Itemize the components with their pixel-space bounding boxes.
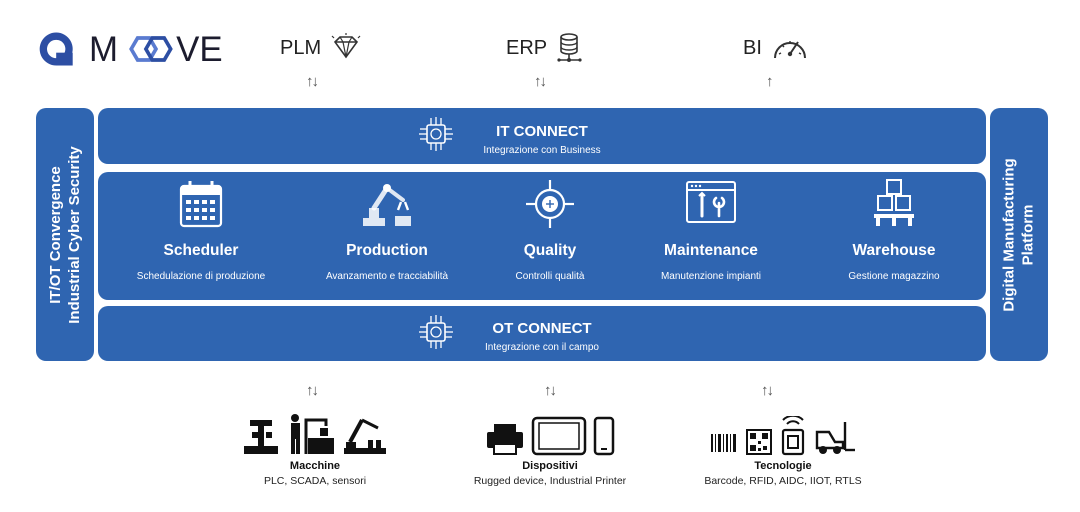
module-maintenance: Maintenance Manutenzione impianti bbox=[631, 178, 791, 282]
plm-arrows: ↑↓ bbox=[306, 73, 319, 90]
group-title: Macchine bbox=[289, 460, 341, 472]
move-logo: M VE bbox=[36, 26, 236, 72]
erp-system: ERP bbox=[506, 30, 587, 66]
group-devices: Dispositivi Rugged device, Industrial Pr… bbox=[450, 412, 650, 487]
it-connect-title: IT CONNECT bbox=[496, 123, 588, 140]
group-title: Tecnologie bbox=[754, 460, 812, 472]
chip-icon bbox=[419, 315, 453, 349]
bi-label: BI bbox=[743, 36, 762, 59]
group-title: Dispositivi bbox=[522, 460, 578, 472]
target-icon bbox=[526, 180, 574, 228]
bi-arrow: ↑ bbox=[766, 73, 773, 90]
module-subtitle: Gestione magazzino bbox=[848, 271, 940, 282]
robot-line-icon bbox=[344, 418, 386, 454]
weighing-scale-icon bbox=[244, 420, 278, 454]
logo-wordmark-icon: M VE bbox=[89, 30, 223, 69]
qr-code-icon bbox=[746, 429, 772, 455]
group-subtitle: PLC, SCADA, sensori bbox=[263, 475, 367, 487]
rfid-tag-icon bbox=[781, 416, 805, 456]
erp-arrows: ↑↓ bbox=[534, 73, 547, 90]
boxes-icon bbox=[874, 179, 914, 226]
module-title: Warehouse bbox=[852, 242, 936, 259]
it-connect-bar: IT CONNECT Integrazione con Business bbox=[98, 108, 986, 164]
ot-connect-bar: OT CONNECT Integrazione con il campo bbox=[98, 306, 986, 361]
erp-label: ERP bbox=[506, 36, 548, 59]
module-title: Scheduler bbox=[163, 242, 239, 259]
module-title: Maintenance bbox=[664, 242, 758, 259]
group-subtitle: Barcode, RFID, AIDC, IIOT, RTLS bbox=[704, 475, 862, 487]
ot-connect-subtitle: Integrazione con il campo bbox=[485, 342, 599, 353]
group-machines: Macchine PLC, SCADA, sensori bbox=[225, 412, 405, 487]
right-panel-line1: Digital Manufacturing bbox=[1001, 157, 1018, 312]
plm-system: PLM bbox=[280, 30, 363, 66]
printer-icon bbox=[487, 424, 523, 455]
left-panel-line2: Industrial Cyber Security bbox=[66, 145, 83, 324]
module-title: Quality bbox=[523, 242, 577, 259]
digital-manufacturing-panel: Digital Manufacturing Platform bbox=[990, 108, 1048, 361]
chip-icon bbox=[419, 117, 453, 151]
calendar-icon bbox=[179, 181, 223, 228]
module-subtitle: Schedulazione di produzione bbox=[136, 271, 266, 282]
group-subtitle: Rugged device, Industrial Printer bbox=[473, 475, 627, 487]
module-subtitle: Avanzamento e tracciabilità bbox=[325, 271, 449, 282]
left-panel-line1: IT/OT Convergence bbox=[47, 165, 64, 304]
smartphone-icon bbox=[593, 416, 615, 456]
forklift-icon bbox=[815, 422, 855, 454]
worker-machine-icon bbox=[291, 414, 334, 454]
technologies-arrows: ↑↓ bbox=[761, 382, 774, 399]
plm-label: PLM bbox=[280, 36, 322, 59]
machines-arrows: ↑↓ bbox=[306, 382, 319, 399]
module-production: Production Avanzamento e tracciabilità bbox=[302, 178, 472, 282]
it-connect-subtitle: Integrazione con Business bbox=[483, 145, 601, 156]
group-technologies: Tecnologie Barcode, RFID, AIDC, IIOT, RT… bbox=[688, 412, 878, 487]
it-ot-convergence-panel: IT/OT Convergence Industrial Cyber Secur… bbox=[36, 108, 94, 361]
devices-arrows: ↑↓ bbox=[544, 382, 557, 399]
module-subtitle: Manutenzione impianti bbox=[660, 271, 762, 282]
bi-system: BI bbox=[743, 30, 810, 66]
module-subtitle: Controlli qualità bbox=[515, 271, 585, 282]
database-icon bbox=[557, 33, 582, 62]
svg-text:M: M bbox=[89, 30, 118, 69]
robot-arm-icon bbox=[363, 184, 411, 226]
module-scheduler: Scheduler Schedulazione di produzione bbox=[121, 178, 281, 282]
ot-connect-title: OT CONNECT bbox=[492, 320, 592, 337]
right-panel-line2: Platform bbox=[1020, 204, 1037, 265]
tablet-icon bbox=[531, 416, 587, 456]
gauge-icon bbox=[773, 41, 806, 59]
barcode-icon bbox=[711, 434, 736, 452]
module-warehouse: Warehouse Gestione magazzino bbox=[814, 178, 974, 282]
svg-text:VE: VE bbox=[176, 30, 223, 69]
tools-icon bbox=[686, 181, 736, 223]
logo-mark-icon bbox=[39, 32, 73, 66]
module-title: Production bbox=[346, 242, 428, 259]
diamond-icon bbox=[331, 33, 361, 59]
module-quality: Quality Controlli qualità bbox=[470, 178, 630, 282]
